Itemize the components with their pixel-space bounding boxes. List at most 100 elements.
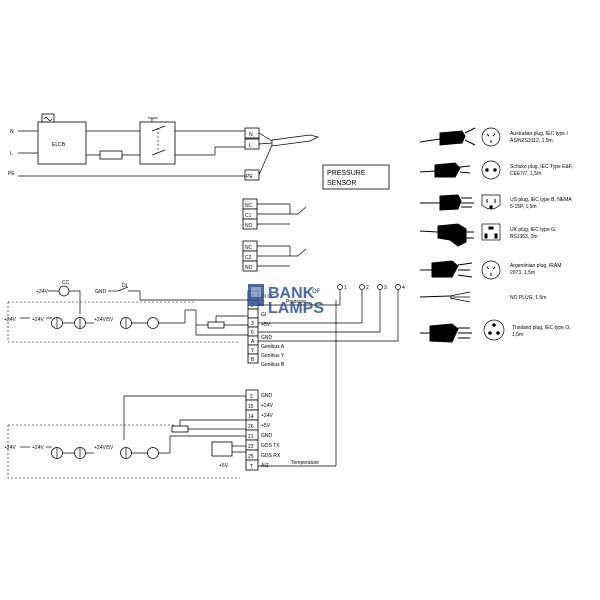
top-term-name-5v: +5V — [261, 322, 271, 328]
relay-contact-1: NC C1 NO — [242, 198, 307, 230]
c2-c-label: C2 — [245, 255, 252, 261]
socket-argentinian-icon — [481, 260, 501, 280]
c1-c-label: C1 — [245, 213, 252, 219]
elcb-box — [37, 121, 87, 165]
bottom-term-num-3: 14 — [248, 414, 254, 420]
sensor-title-line2: SENSOR — [327, 180, 357, 187]
top-term-name-genibus-a: Genibus A — [261, 344, 285, 350]
lamp-logo-icon — [248, 284, 264, 306]
fuse — [99, 150, 123, 160]
top-term-name-gnd: GND — [261, 335, 273, 341]
c2-no-label: NO — [245, 265, 253, 271]
c2-nc-label: NC — [245, 245, 253, 251]
terminal-pe-label: PE — [246, 174, 253, 180]
bottom-term-name-gds-tx: GDS TX — [261, 443, 280, 449]
top-term-name-genibus-y: Genibus Y — [261, 353, 285, 359]
plug-argentinian-line2: 2073, 1,5m — [510, 270, 535, 276]
socket-uk-icon — [481, 223, 501, 241]
pressure-label: Pressure — [286, 299, 306, 305]
power-cable — [271, 134, 320, 147]
bottom-term-num-7: 25 — [248, 454, 254, 460]
top-term-name-genibus-b: Genibus B — [261, 362, 285, 368]
bottom-term-name-24v-a: +24V — [261, 403, 273, 409]
plus5v-source-box — [211, 441, 233, 457]
plug-us: US plug, IEC type B, NEMA 5-15P, 1,5m — [420, 194, 572, 211]
label-n: N — [10, 129, 14, 135]
relay-contact-2: NC C2 NO — [242, 240, 307, 272]
top-term-num-5: A — [251, 339, 255, 345]
socket-thailand-icon — [483, 319, 505, 341]
bottom-term-name-5v: +5V — [261, 423, 271, 429]
watermark-bank: BANK — [268, 285, 315, 302]
plug-us-line1: US plug, IEC type B, NEMA — [510, 197, 572, 203]
bottom-term-name-gnd: GND — [261, 393, 273, 399]
top-term-num-3: 3 — [251, 321, 254, 327]
plug-thailand: Thailand plug, IEC type O, 1,5m — [420, 319, 571, 343]
plus24v5v-label-top: +24V/5V — [94, 317, 114, 323]
plug-us-line2: 5-15P, 1,5m — [510, 204, 537, 210]
socket-schuko-icon — [481, 160, 501, 180]
c1-no-label: NO — [245, 223, 253, 229]
socket-australian-icon — [481, 127, 501, 147]
plug-uk-line1: UK plug, IEC type G, — [510, 227, 556, 233]
watermark-of: OF — [312, 289, 321, 295]
top-term-num-7: B — [251, 357, 255, 363]
bank-of-lamps-watermark: BANK OF LAMPS — [248, 284, 324, 317]
bottom-term-num-6: 23 — [248, 444, 254, 450]
plug-australian: Australian plug, IEC type I AS/NZS3112, … — [419, 127, 568, 147]
plug-uk: UK plug, IEC type G, BS1363, 2m — [419, 223, 556, 247]
bottom-term-name-24v-b: +24V — [261, 413, 273, 419]
elcb-label: ELCB — [52, 142, 66, 148]
plug-uk-line2: BS1363, 2m — [510, 234, 538, 240]
bottom-term-name-gnd-2: GND — [261, 433, 273, 439]
bottom-term-num-8: T — [250, 464, 253, 470]
plus24v5v-label-bottom: +24V/5V — [94, 445, 114, 451]
plug-thailand-line1: Thailand plug, IEC type O, — [512, 325, 571, 331]
gnd-label-top: GND — [95, 289, 107, 295]
pressure-sensor-box: PRESSURE SENSOR — [322, 164, 390, 190]
elcb-test-button — [41, 113, 55, 123]
plug-none: NO PLUG, 1,5m — [419, 291, 546, 303]
top-term-name-gi: GI — [261, 312, 266, 318]
plug-schuko-line2: CEE7/7, 1,5m — [510, 171, 541, 177]
bottom-term-num-1: 2 — [250, 394, 253, 400]
plug-thailand-line2: 1,5m — [512, 332, 523, 338]
terminal-l — [244, 138, 260, 150]
bottom-terminal-strip: 2 15 14 26 21 23 25 T GND +24V +24V +5V … — [245, 389, 281, 471]
temperature-potentiometer — [171, 425, 189, 433]
plug-none-line1: NO PLUG, 1,5m — [510, 295, 546, 301]
terminal-n-label: N — [249, 132, 253, 138]
sensor-pin-4: 4 — [402, 285, 405, 291]
plus24v-label-b: +24V — [4, 317, 16, 323]
bottom-control-circuit: +24V +24V +24V/5V +5V 2 — [4, 300, 337, 479]
bottom-term-num-4: 26 — [248, 424, 254, 430]
top-term-name-dicc: DI CC — [261, 294, 275, 300]
label-pe: PE — [8, 171, 15, 177]
plus24v-label-c: +24V — [32, 317, 44, 323]
di-label: DI — [122, 283, 127, 289]
bottom-term-num-2: 15 — [248, 404, 254, 410]
plug-australian-line2: AS/NZS3112, 1,5m — [510, 138, 553, 144]
c1-nc-label: NC — [245, 203, 253, 209]
power-supply-section: N L PE ELCB N L PE — [8, 113, 320, 181]
plug-schuko: Schuko plug, IEC Type E&F, CEE7/7, 1,5m — [419, 160, 573, 180]
top-term-num-6: Y — [251, 348, 255, 354]
plug-legend: Australian plug, IEC type I AS/NZS3112, … — [419, 127, 573, 343]
plus5v-label: +5V — [219, 463, 229, 469]
sensor-pin-1: 1 — [344, 285, 347, 291]
bottom-term-num-5: 21 — [248, 434, 254, 440]
plug-argentinian-line1: Argentinian plug, IRAM — [510, 263, 561, 269]
main-switch — [139, 121, 176, 165]
terminal-l-label: L — [249, 143, 252, 149]
top-term-num-4: 6 — [251, 330, 254, 336]
watermark-lamps: LAMPS — [268, 300, 324, 317]
label-l: L — [10, 151, 13, 157]
socket-us-icon — [481, 194, 501, 210]
pressure-potentiometer — [207, 321, 225, 329]
cc-label: CC — [62, 280, 70, 286]
top-control-circuit: CC +24V GND DI +24V +24V +24V/5V — [4, 280, 405, 368]
temperature-label: Temperature — [291, 460, 319, 466]
sensor-title-line1: PRESSURE — [327, 170, 366, 177]
bottom-term-name-gds-rx: GDS RX — [261, 453, 281, 459]
